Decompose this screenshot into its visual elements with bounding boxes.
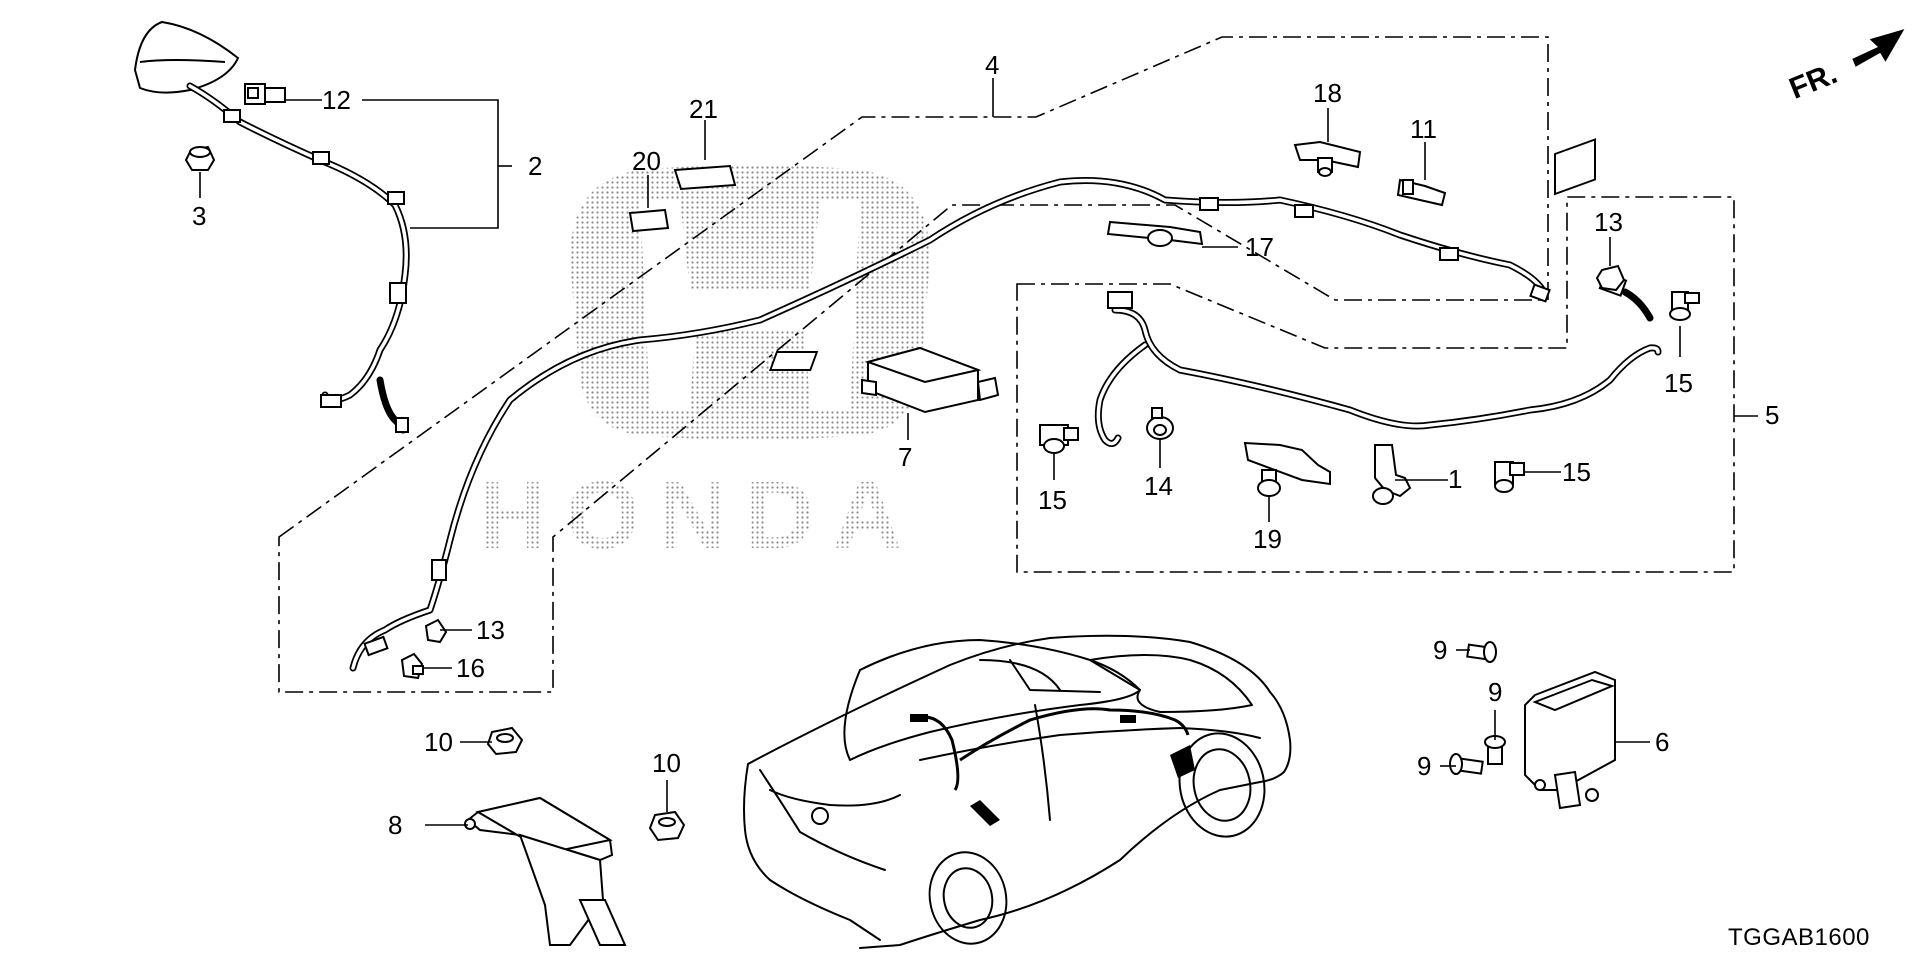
part-18-clip: [1293, 140, 1362, 177]
part-12-connector: [244, 83, 286, 105]
front-arrow-icon: [1852, 29, 1905, 67]
diagram-code: TGGAB1600: [1728, 924, 1870, 951]
callout-2: 2: [528, 151, 542, 181]
callout-13-lower: 13: [476, 615, 505, 645]
callout-13-upper: 13: [1594, 207, 1623, 237]
callout-20: 20: [632, 146, 661, 176]
callout-15-upper: 15: [1664, 368, 1693, 398]
part-10-nut-a: [486, 726, 524, 756]
part-20-pad: [628, 208, 670, 233]
part-11-connector: [1396, 178, 1447, 207]
group-box-4: [278, 36, 1549, 693]
honda-watermark: HONDA: [478, 165, 930, 569]
watermark-text: HONDA: [478, 462, 920, 569]
callout-4: 4: [985, 50, 999, 80]
callout-17: 17: [1245, 232, 1274, 262]
callout-5: 5: [1765, 400, 1779, 430]
part-9-bolt-b: [1484, 735, 1506, 765]
part-4-harness: [349, 177, 1551, 672]
part-15-connector-b: [1039, 424, 1079, 454]
front-label: FR.: [1785, 57, 1842, 106]
leader-lines: [199, 78, 1758, 826]
part-9-bolt-c: [1449, 753, 1484, 775]
part-15-connector-c: [1494, 461, 1525, 493]
callout-15-left: 15: [1038, 485, 1067, 515]
group-box-5: [1016, 196, 1735, 573]
callout-21: 21: [689, 94, 718, 124]
part-14-sensor: [1146, 407, 1174, 440]
part-2-roof-antenna: [133, 20, 410, 434]
part-1-sensor: [1372, 444, 1412, 505]
callout-3: 3: [192, 201, 206, 231]
part-13-nut-lower: [424, 618, 448, 644]
callout-1: 1: [1448, 464, 1462, 494]
part-9-bolt-a: [1466, 641, 1497, 663]
part-15-connector-a: [1669, 291, 1700, 321]
honda-h-logo: [570, 165, 930, 440]
part-10-nut-b: [648, 810, 686, 842]
part-13-nut-upper: [1595, 264, 1626, 292]
vehicle-illustration: [743, 634, 1292, 949]
part-6-module: [1524, 138, 1616, 810]
callout-9-low: 9: [1417, 751, 1431, 781]
part-21-pad: [673, 164, 737, 191]
callout-19: 19: [1253, 524, 1282, 554]
part-16-clip: [400, 652, 424, 680]
callout-6: 6: [1655, 727, 1669, 757]
callout-18: 18: [1313, 78, 1342, 108]
front-direction-indicator: FR.: [1785, 29, 1905, 106]
callout-15-right: 15: [1562, 457, 1591, 487]
callout-10-right: 10: [652, 748, 681, 778]
callout-16: 16: [456, 653, 485, 683]
callout-14: 14: [1144, 471, 1173, 501]
part-8-bracket-unit: [464, 796, 627, 946]
part-17-clip: [1106, 220, 1204, 247]
antenna-fin-icon: [133, 20, 240, 94]
callout-7: 7: [898, 442, 912, 472]
callout-9-top: 9: [1433, 635, 1447, 665]
part-7-control-unit: [768, 346, 1000, 414]
callout-9-mid: 9: [1488, 677, 1502, 707]
part-3-grommet: [184, 145, 216, 171]
callouts: 12 2 3 4 21 20 18 11 17 13 15 5 7 15 14 …: [192, 50, 1779, 840]
part-19-clip: [1243, 441, 1331, 497]
callout-11: 11: [1410, 114, 1437, 144]
callout-8: 8: [388, 810, 402, 840]
callout-12: 12: [322, 85, 351, 115]
callout-10-left: 10: [424, 727, 453, 757]
part-5-harness: [1094, 271, 1662, 447]
